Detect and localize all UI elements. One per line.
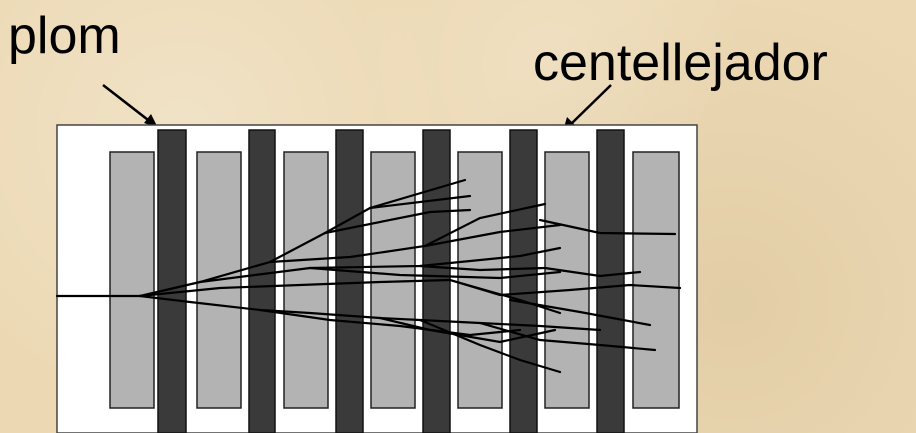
lead-plate <box>248 129 276 433</box>
lead-label: plom <box>8 7 121 65</box>
particle-shower <box>55 178 682 374</box>
scintillator-plate <box>632 151 680 409</box>
lead-plate <box>509 129 538 433</box>
scintillator-plate <box>544 151 590 409</box>
lead-arrow-line <box>102 84 153 124</box>
scintillator-label: centellejador <box>533 34 828 92</box>
scintillator-plate <box>283 151 329 409</box>
lead-plate <box>596 129 625 433</box>
scintillator-plate <box>109 151 155 409</box>
lead-plate <box>335 129 364 433</box>
scintillator-plate <box>457 151 503 409</box>
lead-plate <box>157 129 187 433</box>
scintillator-plate <box>370 151 416 409</box>
scintillator-arrow-line <box>570 84 612 125</box>
